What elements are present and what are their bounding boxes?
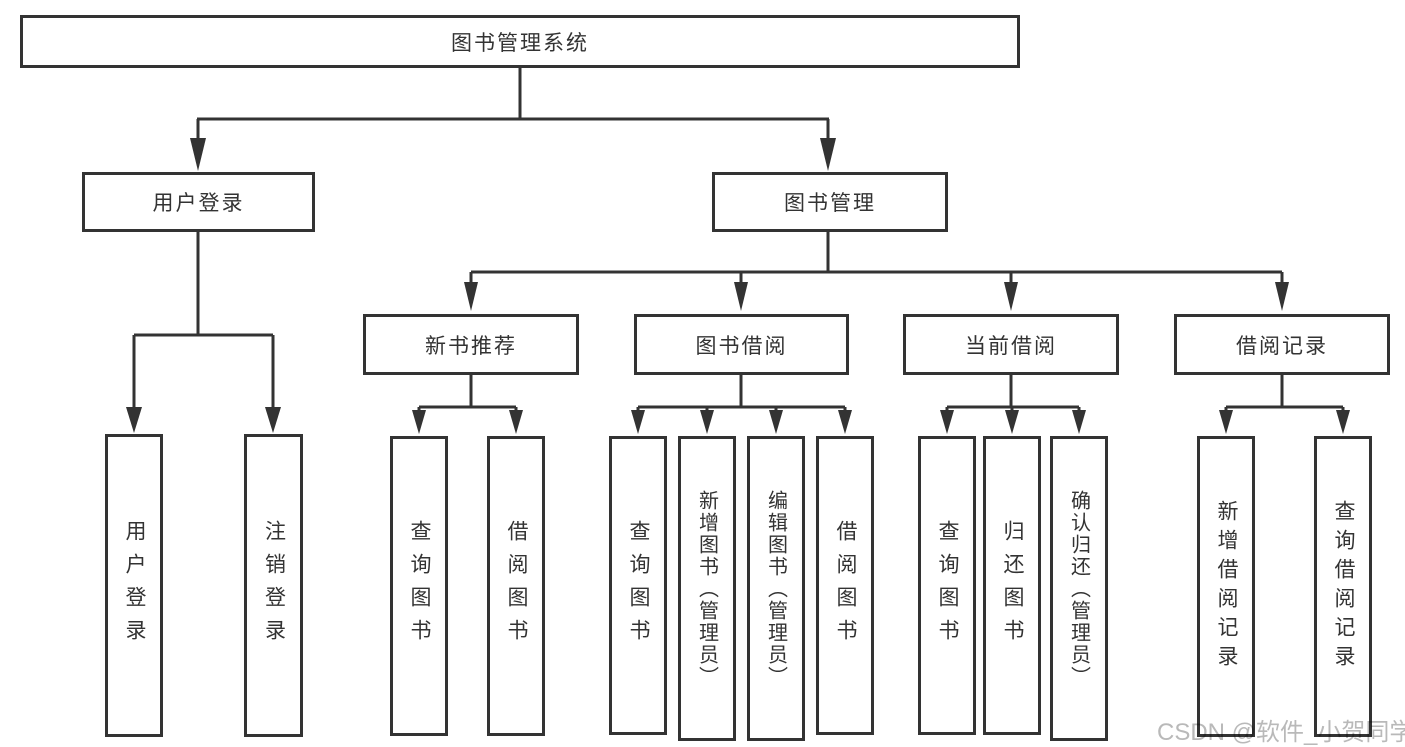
csdn-watermark: CSDN @软件_小贺同学: [1157, 719, 1405, 746]
leaf-query-books-borrowing: 查询图书: [609, 436, 667, 735]
node-borrowing-records: 借阅记录: [1174, 314, 1390, 375]
leaf-add-borrow-record: 新增借阅记录: [1197, 436, 1255, 737]
node-book-management: 图书管理: [712, 172, 948, 232]
leaf-confirm-return-admin: 确认归还（管理员）: [1050, 436, 1108, 741]
node-book-borrowing: 图书借阅: [634, 314, 849, 375]
leaf-borrow-books-recommend: 借阅图书: [487, 436, 545, 736]
leaf-borrow-books-borrowing: 借阅图书: [816, 436, 874, 735]
leaf-add-books-admin: 新增图书（管理员）: [678, 436, 736, 741]
leaf-query-borrow-record: 查询借阅记录: [1314, 436, 1372, 737]
leaf-query-books-current: 查询图书: [918, 436, 976, 735]
leaf-logout-login: 注销登录: [244, 434, 303, 737]
leaf-query-books-recommend: 查询图书: [390, 436, 448, 736]
node-new-book-recommend: 新书推荐: [363, 314, 579, 375]
node-user-login: 用户登录: [82, 172, 315, 232]
leaf-edit-books-admin: 编辑图书（管理员）: [747, 436, 805, 741]
node-library-management-system: 图书管理系统: [20, 15, 1020, 68]
leaf-user-login: 用户登录: [105, 434, 163, 737]
node-current-borrowing: 当前借阅: [903, 314, 1119, 375]
leaf-return-books: 归还图书: [983, 436, 1041, 735]
